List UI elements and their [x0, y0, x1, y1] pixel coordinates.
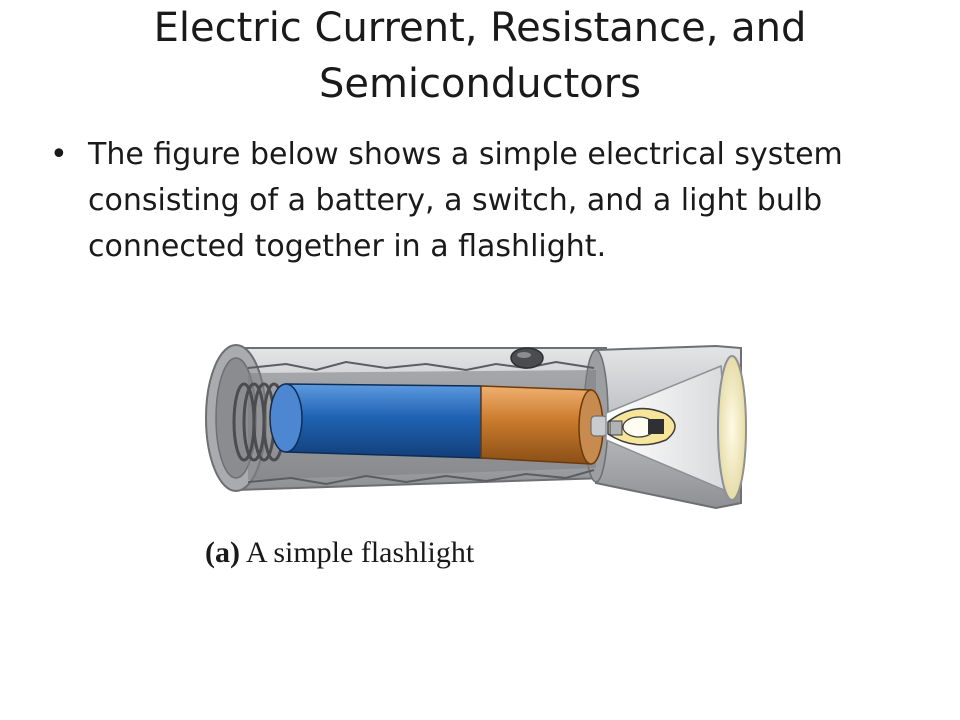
bullet-text: The figure below shows a simple electric…	[88, 137, 843, 264]
title-line-1: Electric Current, Resistance, and	[153, 5, 807, 51]
caption-tag: (a)	[205, 536, 240, 569]
slide-title: Electric Current, Resistance, and Semico…	[60, 0, 900, 112]
flashlight-illustration	[205, 344, 747, 510]
lens	[717, 355, 747, 501]
light-bulb-icon	[607, 407, 676, 446]
figure-caption: (a) A simple flashlight	[205, 536, 474, 570]
bullet-item: • The figure below shows a simple electr…	[48, 132, 908, 270]
bullet-list: • The figure below shows a simple electr…	[48, 132, 908, 270]
battery-icon	[269, 383, 608, 465]
caption-text: A simple flashlight	[239, 536, 475, 569]
switch-icon	[510, 347, 544, 369]
bullet-dot-icon: •	[50, 137, 68, 172]
title-line-2: Semiconductors	[318, 61, 642, 107]
